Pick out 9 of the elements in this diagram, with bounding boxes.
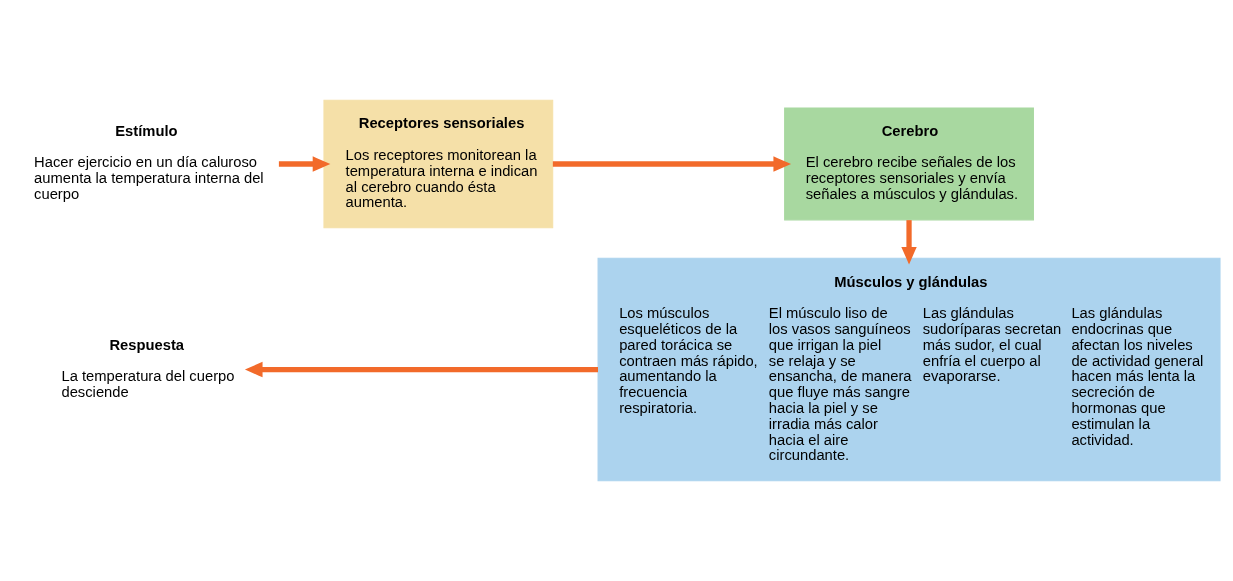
node-box: Músculos y glándulas Los músculos esqueléticos de la pared torácica se contraen más rápido, aumentando la frecuencia respiratoria. El músculo liso de los vasos sanguíneos que irrigan la piel se relaja y se ensancha, de manera que fluye más sangre hacia la piel y se irradia más calor hacia el aire circundante. Las glándulas sudoríparas secretan más sudor, el cual enfría el cuerpo al evaporarse. Las glándulas endocrinas que afectan los niveles de actividad general hacen más lenta la secreción de hormonas que estimulan la actividad. [597,257,1221,482]
node-box: Receptores sensoriales Los receptores monitorean la temperatura interna e indican al cerebro cuando ésta aumenta. [323,99,554,229]
arrow [278,156,331,172]
arrow [244,361,598,378]
node-box: Cerebro El cerebro recibe señales de los receptores sensoriales y envía señales a músculos y glándulas. [784,107,1034,221]
node-text: Estímulo Hacer ejercicio en un día caluroso aumenta la temperatura interna del cuerpo [34,122,264,202]
arrow [901,220,917,265]
arrow [552,156,792,172]
node-text: Respuesta La temperatura del cuerpo desciende [61,336,235,401]
